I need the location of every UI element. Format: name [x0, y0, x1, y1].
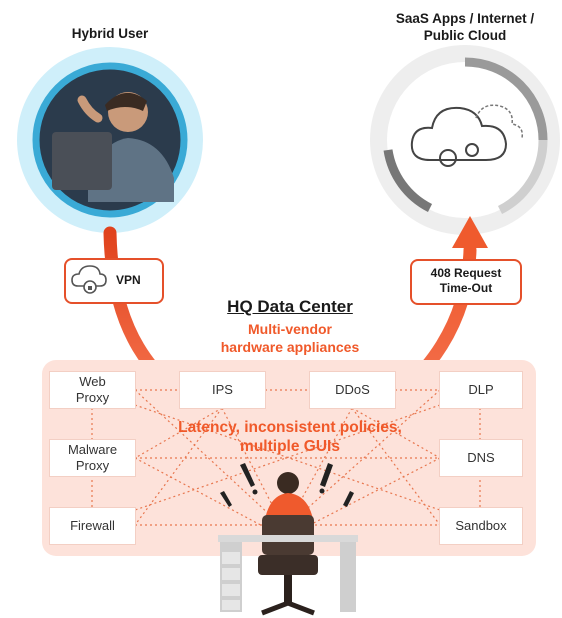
- hybrid-user-avatar: [17, 47, 203, 233]
- hq-subtitle-line1: Multi-vendor: [248, 321, 332, 337]
- vpn-tag: VPN: [64, 258, 164, 304]
- saas-title-line1: SaaS Apps / Internet /: [395, 11, 535, 26]
- hq-title: HQ Data Center: [227, 297, 353, 316]
- cloud-lock-icon: [71, 265, 107, 294]
- latency-line1: Latency, inconsistent policies,: [178, 419, 402, 436]
- hq-subtitle-line2: hardware appliances: [220, 339, 360, 355]
- firewall-box: Firewall: [50, 508, 135, 544]
- latency-text: Latency, inconsistent policies, multiple…: [150, 418, 430, 456]
- web-proxy-line2: Proxy: [75, 390, 110, 405]
- request-line2: Time-Out: [439, 281, 493, 295]
- ips-box: IPS: [180, 372, 265, 408]
- request-line1: 408 Request: [430, 266, 502, 280]
- hq-subtitle: Multi-vendor hardware appliances: [160, 320, 420, 356]
- latency-line2: multiple GUIs: [240, 438, 340, 455]
- dlp-box: DLP: [440, 372, 522, 408]
- vpn-label: VPN: [116, 273, 141, 287]
- exclamation-icon: [220, 463, 354, 507]
- malware-proxy-line1: Malware: [67, 442, 118, 457]
- saas-title-line2: Public Cloud: [423, 28, 507, 43]
- web-proxy-line1: Web: [79, 374, 106, 389]
- dns-box: DNS: [440, 440, 522, 476]
- malware-proxy-line2: Proxy: [75, 458, 110, 473]
- frustrated-admin-illustration: [218, 463, 358, 616]
- cloud-avatar: [370, 45, 560, 235]
- ddos-box: DDoS: [310, 372, 395, 408]
- hybrid-user-title: Hybrid User: [71, 26, 149, 41]
- saas-title: SaaS Apps / Internet / Public Cloud: [370, 10, 560, 44]
- sandbox-box: Sandbox: [440, 508, 522, 544]
- request-timeout-tag: 408 Request Time-Out: [410, 259, 522, 305]
